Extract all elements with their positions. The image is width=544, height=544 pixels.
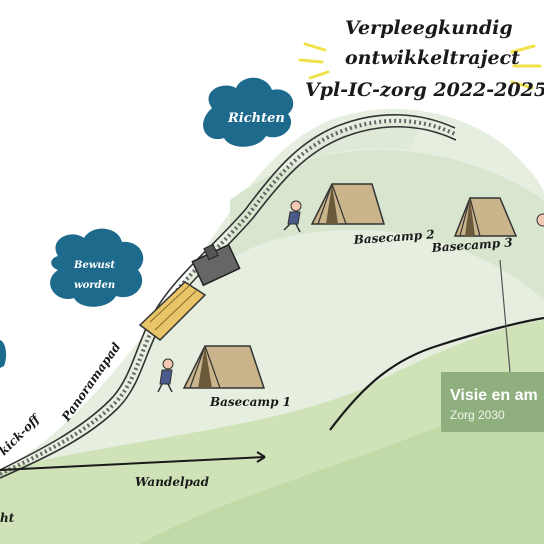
tent-basecamp-2 — [310, 183, 386, 225]
cloud-bewust-worden: Bewust worden — [50, 228, 144, 307]
vision-box-subtitle: Zorg 2030 — [450, 408, 505, 422]
tent-basecamp-3 — [453, 197, 518, 237]
title-line-3: Vpl-IC-zorg 2022-2025 — [305, 79, 544, 101]
cloud-bewust-line2: worden — [74, 280, 115, 291]
basecamp-3-label: Basecamp 3 — [430, 235, 513, 255]
title-line-1: Verpleegkundig — [345, 17, 513, 39]
partial-figure-right — [536, 213, 544, 227]
wandelpad-line — [0, 316, 544, 471]
basecamp-2-label: Basecamp 2 — [352, 227, 435, 247]
cloud-richten: Richten — [203, 77, 294, 147]
vision-box: Visie en am Zorg 2030 — [441, 372, 544, 432]
title: Verpleegkundig ontwikkeltraject Vpl-IC-z… — [305, 17, 544, 101]
corner-label: ht — [0, 511, 15, 525]
meadow-shade — [140, 398, 544, 544]
sun-rays — [298, 42, 542, 90]
cloud-richten-label: Richten — [227, 111, 285, 126]
title-line-2: ontwikkeltraject — [345, 47, 520, 69]
hiker-1 — [157, 358, 174, 393]
vision-box-title: Visie en am — [450, 387, 538, 404]
cloud-bewust-line1: Bewust — [73, 260, 115, 271]
basecamp-1-label: Basecamp 1 — [209, 395, 291, 409]
hiker-2 — [283, 200, 302, 233]
wandelpad-label: Wandelpad — [135, 475, 210, 489]
train — [138, 243, 241, 341]
tent-basecamp-1 — [182, 345, 266, 389]
vision-pointer — [499, 259, 511, 373]
cloud-partial-left — [0, 340, 7, 368]
